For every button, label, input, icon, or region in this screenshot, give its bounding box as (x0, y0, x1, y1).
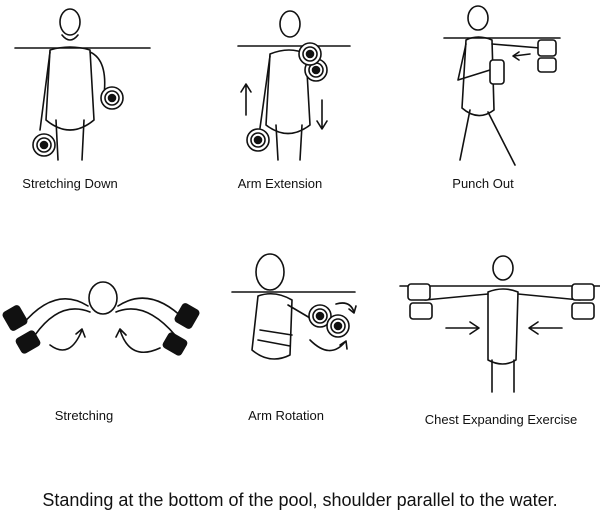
caption: Standing at the bottom of the pool, shou… (42, 490, 558, 510)
figure-stretching (2, 281, 200, 356)
figure-arm-extension (237, 10, 351, 161)
label-stretching: Stretching (54, 408, 114, 423)
figure-stretching-down (14, 8, 151, 161)
label-punch-out: Punch Out (452, 176, 514, 191)
label-chest-expanding-exercise: Chest Expanding Exercise (424, 412, 578, 427)
label-stretching-down: Stretching Down (22, 176, 118, 191)
illustrations (2, 5, 600, 393)
figure-chest-expanding (399, 255, 600, 393)
figure-arm-rotation (231, 253, 357, 360)
label-arm-rotation: Arm Rotation (248, 408, 324, 423)
label-arm-extension: Arm Extension (237, 176, 323, 191)
figure-punch-out (443, 5, 561, 166)
